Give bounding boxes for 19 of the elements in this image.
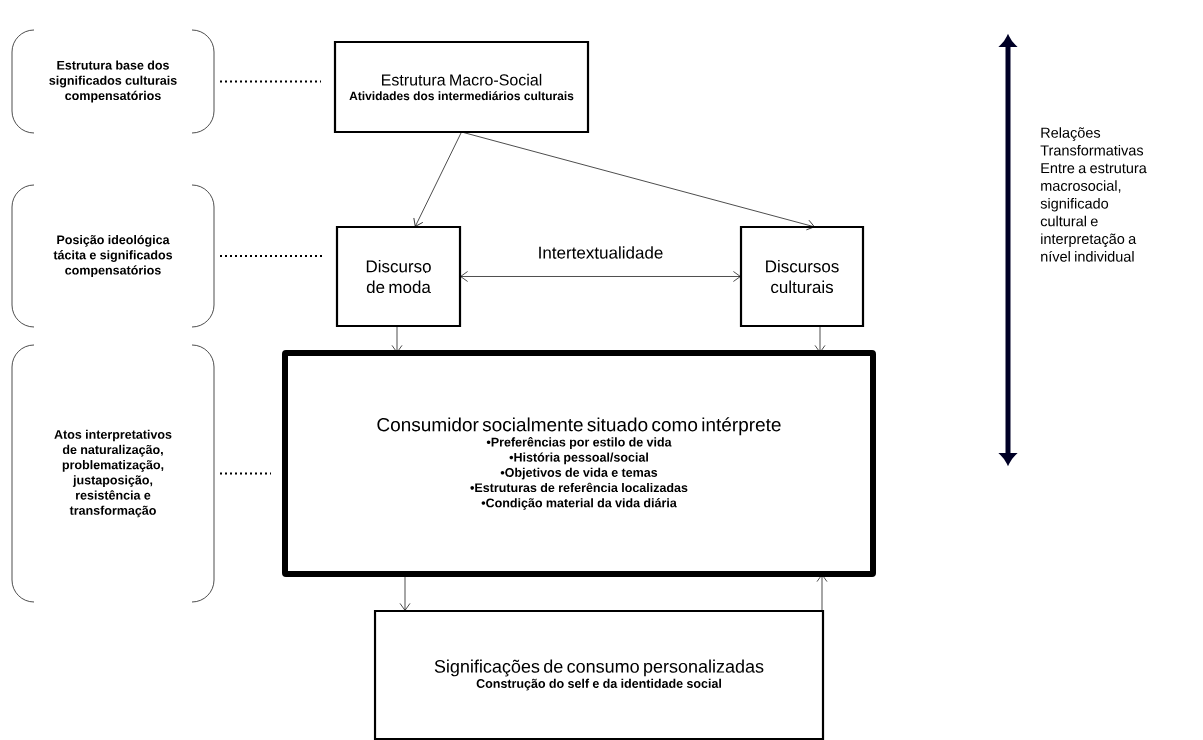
dotted-line	[219, 472, 272, 475]
side-note: Relações Transformativas Entre a estrutura macrosocial, significado cultural e interpretação a nível individual	[1040, 127, 1147, 262]
edge-label: Intertextualidade	[535, 244, 666, 261]
process-box: Discursos culturais	[739, 225, 865, 328]
process-box: Estrutura Macro-Social Atividades dos intermediários culturais	[333, 40, 590, 134]
bracketed-note: Estrutura base dos significados culturais compensatórios	[11, 29, 215, 134]
dotted-line	[219, 80, 322, 83]
process-box: Discurso de moda	[335, 225, 462, 328]
arrow	[816, 574, 828, 612]
bracketed-note: Atos interpretativos de naturalização, problematização, justaposição, resistência e transformação	[11, 344, 215, 603]
arrow	[814, 325, 826, 353]
dotted-line	[219, 255, 324, 257]
arrow	[461, 131, 815, 231]
bracketed-note: Posição ideológica tácita e significados compensatórios	[11, 184, 215, 328]
arrow	[460, 271, 741, 282]
process-box: Consumidor socialmente situado como intérprete •Preferências por estilo de vida •História pessoal/social •Objetivos de vida e temas •Estruturas de referência localizadas •Condição material da vida diária	[282, 350, 876, 577]
arrow	[413, 131, 462, 227]
arrow	[391, 325, 403, 353]
process-box: Significações de consumo personalizadas Construção do self e da identidade social	[373, 609, 825, 740]
